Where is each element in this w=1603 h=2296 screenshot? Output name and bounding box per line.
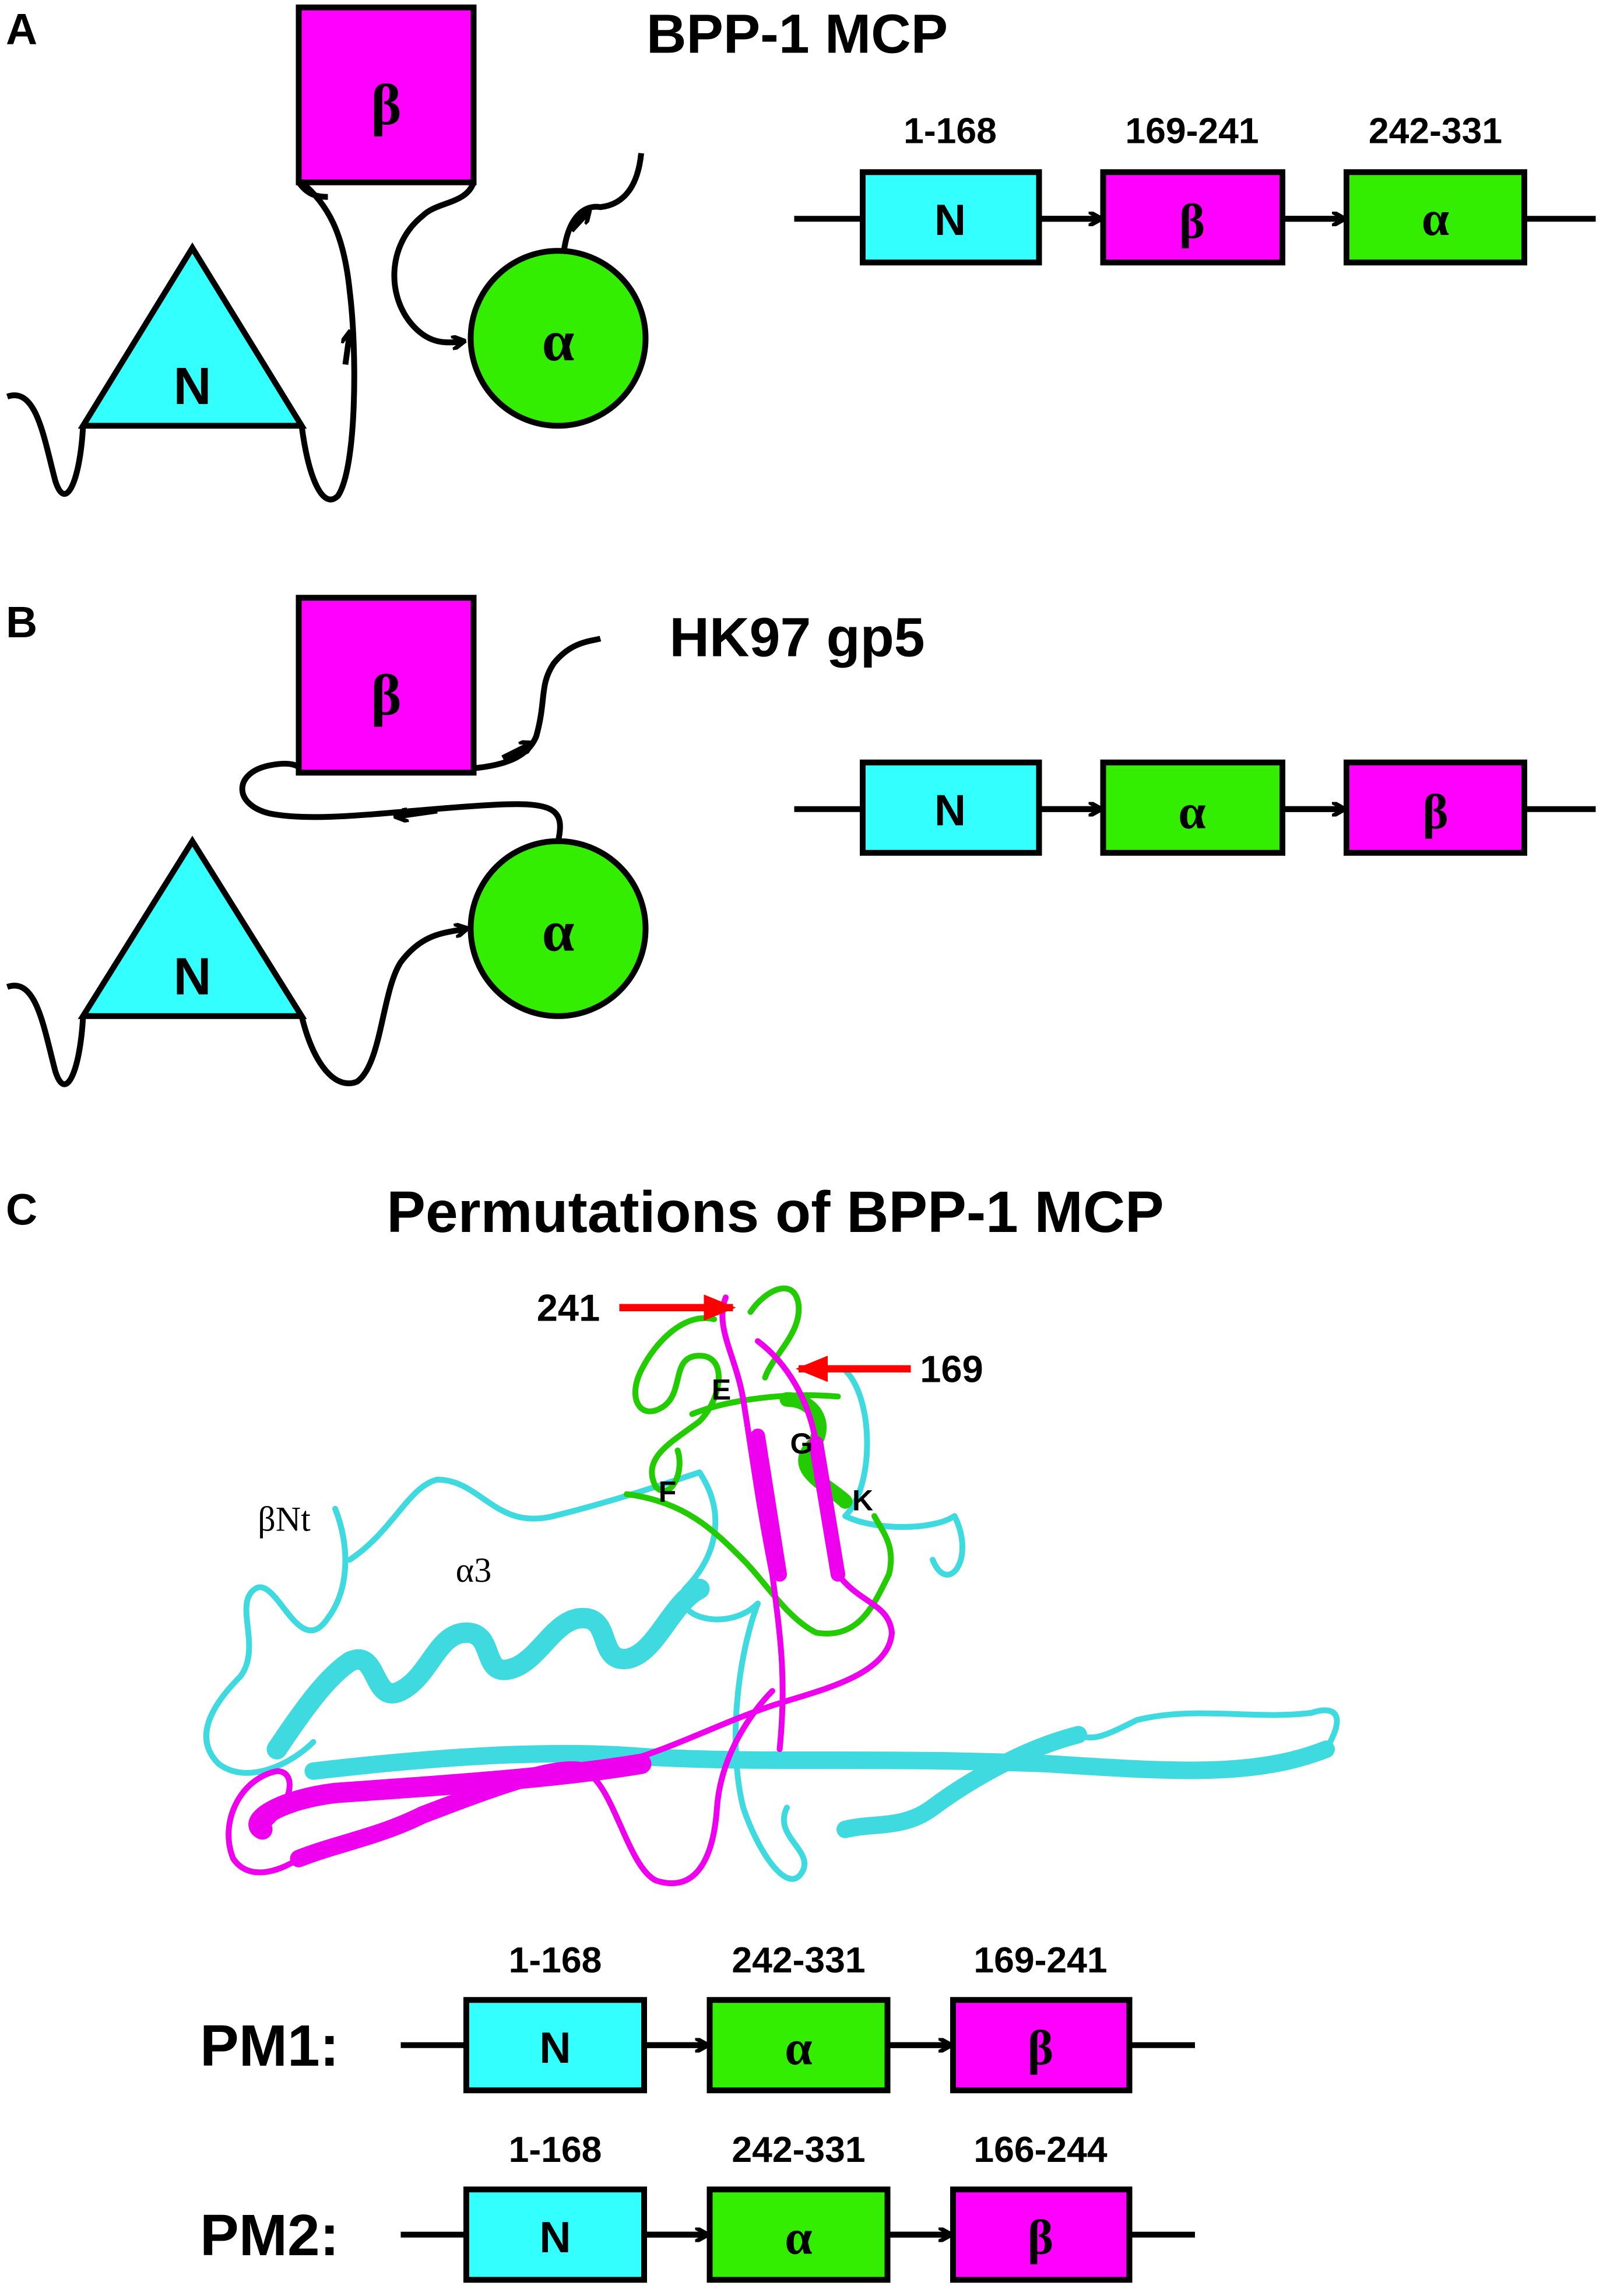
alpha-domain-circle [467,248,649,429]
helix-e-label: E [712,1373,731,1406]
residue-range: 169-241 [973,1940,1107,1981]
c-terminus-tail [473,636,602,771]
domain-box-label: N [934,195,966,244]
n-to-beta-linker [298,180,357,503]
panel-a: A BPP-1 MCP N α β N β α 1-1 [6,3,1596,503]
domain-box-alpha [706,2186,891,2283]
alpha-to-beta-linker [239,760,563,842]
domain-box-label: N [934,785,966,834]
domain-box-label: N [539,2213,571,2262]
domain-box-label: β [1028,2020,1054,2075]
linear-map-b: N α β [794,759,1596,856]
n-domain-triangle [78,835,307,1019]
n-domain-ribbon [203,1367,1340,1882]
beta-nt-label: βNt [258,1500,311,1538]
domain-box-label: α [1422,191,1449,246]
helix-f-label: F [659,1475,677,1508]
domain-box-n [463,1997,647,2094]
domain-box-beta [1344,759,1527,856]
panel-c: C Permutations of BPP-1 MCP [6,1179,1340,2283]
residue-range: 242-331 [732,1940,865,1981]
alpha-domain-label: α [542,898,575,963]
n-domain-triangle [78,242,307,429]
square-lip [296,180,328,200]
domain-box-label: β [1028,2210,1054,2265]
linker-arrow [346,332,350,365]
residue-241-label: 241 [537,1286,600,1329]
pm1-map: PM1: N α β 1-168 242-331 169-241 [200,1940,1195,2094]
tail-arrow [501,743,532,761]
tail-arrow [569,212,589,233]
beta-to-alpha-linker [391,181,477,343]
residue-range: 1-168 [509,2129,602,2170]
domain-box-label: β [1179,194,1205,249]
domain-box-label: β [1422,784,1449,839]
n-terminus-loop [6,392,86,497]
domain-box-alpha [706,1997,891,2094]
residue-range: 242-331 [732,2129,865,2170]
beta-domain-square [296,4,477,185]
alpha-domain-label: α [542,308,575,373]
domain-box-alpha [1344,169,1527,266]
domain-box-label: α [785,2020,812,2075]
panel-label-c: C [6,1185,37,1234]
panel-b: B HK97 gp5 N α β N α β [6,595,1596,1087]
residue-range: 242-331 [1369,110,1502,151]
panel-c-title: Permutations of BPP-1 MCP [386,1179,1164,1245]
domain-box-n [860,759,1042,856]
alpha3-label: α3 [456,1551,491,1589]
beta-domain-label: β [371,72,402,137]
helix-g-label: G [790,1427,813,1460]
domain-box-beta [950,2186,1133,2283]
domain-box-beta [950,1997,1133,2094]
residue-range: 1-168 [509,1940,602,1981]
c-terminus-tail [561,153,644,251]
panel-a-title: BPP-1 MCP [646,3,948,65]
panel-b-title: HK97 gp5 [669,606,924,668]
panel-label-a: A [6,4,37,53]
domain-box-beta [1100,169,1285,266]
domain-box-n [860,169,1042,266]
panel-label-b: B [6,598,37,647]
residue-range: 169-241 [1125,110,1259,151]
domain-box-label: N [539,2023,571,2072]
domain-box-n [463,2186,647,2283]
linker-arrow [396,810,438,816]
domain-box-label: α [785,2210,812,2265]
helix-k-label: K [852,1484,873,1516]
n-terminus-loop [6,982,86,1087]
topology-cartoon-b: N α β [6,595,649,1087]
residue-169-label: 169 [920,1347,983,1390]
pm2-map: PM2: N α β 1-168 242-331 166-244 [200,2129,1195,2283]
beta-domain-square [296,595,477,776]
beta-domain-label: β [371,662,402,727]
n-domain-label: N [174,357,212,416]
linear-map-a: N β α 1-168 169-241 242-331 [794,110,1596,266]
protein-structure: 241 169 E F G K βNt α3 [203,1285,1340,1887]
topology-cartoon-a: N α β [6,4,649,503]
n-domain-label: N [174,947,212,1006]
domain-box-alpha [1100,759,1285,856]
residue-range: 166-244 [973,2129,1108,2170]
domain-box-label: α [1178,784,1205,839]
pm1-label: PM1: [200,2013,339,2079]
pm2-label: PM2: [200,2203,339,2268]
residue-range: 1-168 [904,110,997,151]
n-to-alpha-linker [298,929,467,1087]
beta-domain-ribbon [226,1294,895,1887]
